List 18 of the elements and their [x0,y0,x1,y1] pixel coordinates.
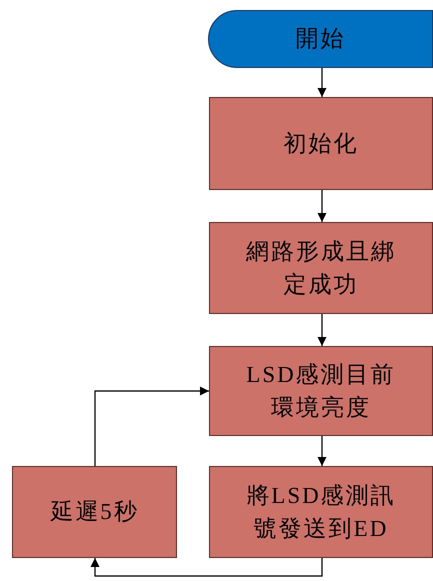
node-label: LSD感測目前環境亮度 [245,360,397,422]
arrow [90,558,323,577]
process-box [209,466,433,558]
node-label: 網路形成且綁定成功 [245,238,397,299]
arrow [318,314,326,346]
node-label: 初始化 [282,130,360,158]
arrow [318,436,326,466]
node-label: 開始 [294,25,346,54]
arrow [94,386,209,466]
start-terminal [208,10,433,68]
process-box [209,346,433,436]
process-box [209,222,433,314]
process-box [12,466,177,558]
arrow [318,68,326,97]
process-box [209,97,433,190]
node-label: 將LSD感測訊號發送到ED [245,482,397,543]
node-label: 延遲5秒 [49,498,140,526]
arrow [318,190,326,222]
